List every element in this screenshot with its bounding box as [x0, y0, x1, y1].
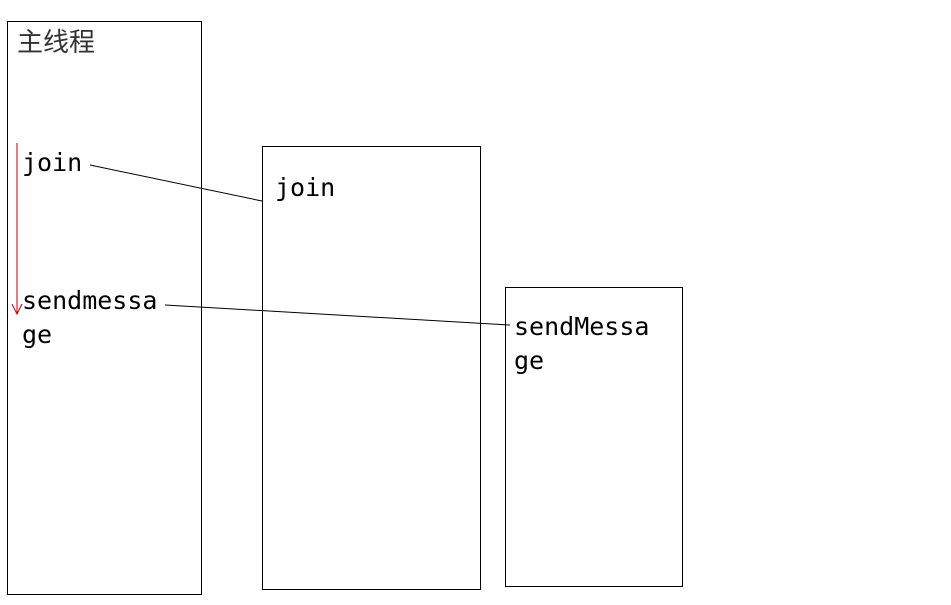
join-thread-box: join [262, 146, 481, 590]
main-thread-sendmessage-label: sendmessage [22, 286, 158, 349]
main-thread-join-label: join [22, 148, 83, 177]
main-thread-box: 主线程 join sendmessage [7, 21, 202, 595]
sendmessage-thread-label: sendMessage [514, 312, 650, 375]
join-thread-label: join [275, 173, 336, 202]
sendmessage-thread-box: sendMessage [505, 287, 683, 587]
main-thread-title: 主线程 [17, 28, 96, 58]
